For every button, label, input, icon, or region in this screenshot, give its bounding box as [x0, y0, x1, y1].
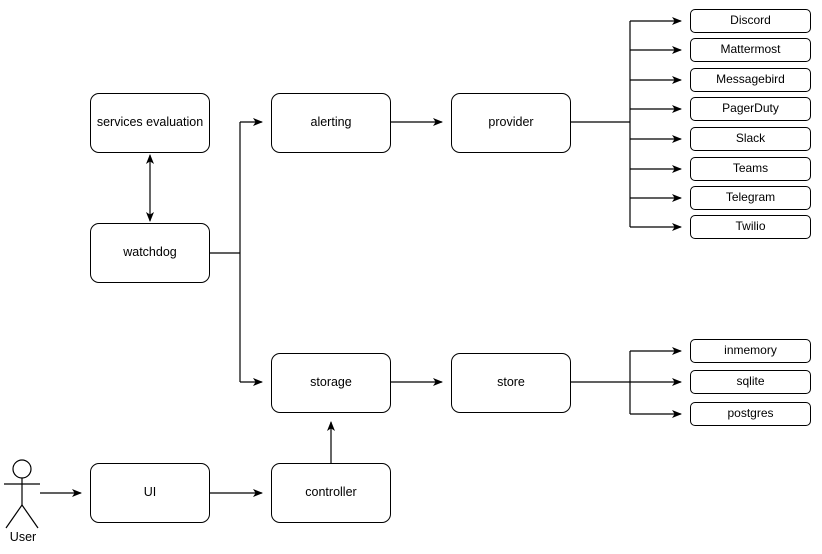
node-label: storage: [310, 375, 352, 390]
node-storage[interactable]: storage: [271, 353, 391, 413]
node-label: postgres: [727, 406, 774, 421]
node-store[interactable]: store: [451, 353, 571, 413]
node-label: Twilio: [735, 219, 766, 234]
node-label: sqlite: [736, 374, 765, 389]
node-store-option-postgres[interactable]: postgres: [690, 402, 811, 426]
user-actor-head: [12, 459, 32, 479]
node-label: inmemory: [724, 343, 777, 358]
node-provider-option-mattermost[interactable]: Mattermost: [690, 38, 811, 62]
user-actor-leg-left: [5, 504, 23, 529]
node-label: provider: [488, 115, 534, 130]
node-provider[interactable]: provider: [451, 93, 571, 153]
node-label: Telegram: [725, 190, 776, 205]
node-provider-option-slack[interactable]: Slack: [690, 127, 811, 151]
node-label: watchdog: [123, 245, 177, 260]
node-label: controller: [305, 485, 357, 500]
node-label: alerting: [310, 115, 352, 130]
node-label: PagerDuty: [722, 101, 779, 116]
node-label: UI: [143, 485, 157, 500]
node-label: Messagebird: [716, 72, 785, 87]
user-actor-leg-right: [21, 504, 39, 529]
node-alerting[interactable]: alerting: [271, 93, 391, 153]
node-controller[interactable]: controller: [271, 463, 391, 523]
node-provider-option-discord[interactable]: Discord: [690, 9, 811, 33]
node-provider-option-messagebird[interactable]: Messagebird: [690, 68, 811, 92]
node-provider-option-telegram[interactable]: Telegram: [690, 186, 811, 210]
node-watchdog[interactable]: watchdog: [90, 223, 210, 283]
node-provider-option-twilio[interactable]: Twilio: [690, 215, 811, 239]
node-label: store: [497, 375, 525, 390]
node-label: Discord: [730, 13, 771, 28]
node-store-option-inmemory[interactable]: inmemory: [690, 339, 811, 363]
node-label: Slack: [735, 131, 766, 146]
node-store-option-sqlite[interactable]: sqlite: [690, 370, 811, 394]
node-services-evaluation[interactable]: services evaluation: [90, 93, 210, 153]
user-actor-label: User: [9, 530, 37, 544]
node-label: Teams: [732, 161, 769, 176]
node-ui[interactable]: UI: [90, 463, 210, 523]
node-label: Mattermost: [720, 42, 781, 57]
node-provider-option-pagerduty[interactable]: PagerDuty: [690, 97, 811, 121]
node-provider-option-teams[interactable]: Teams: [690, 157, 811, 181]
node-label: services evaluation: [96, 115, 204, 130]
